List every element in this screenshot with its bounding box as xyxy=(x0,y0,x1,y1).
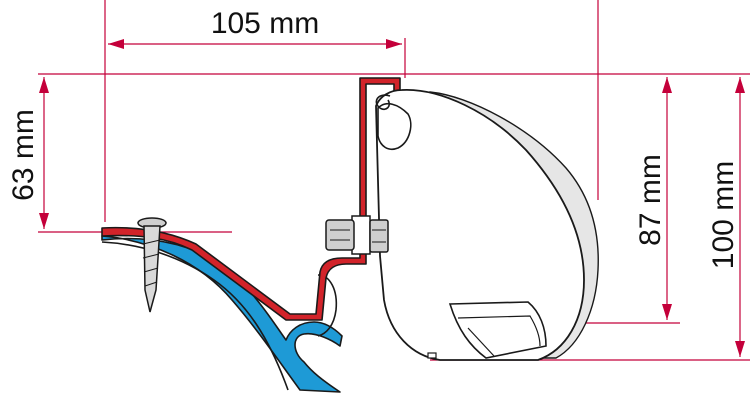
width-label: 105 mm xyxy=(211,7,319,40)
left-height-dimension: 63 mm xyxy=(7,77,49,229)
arrowhead-down xyxy=(39,213,49,229)
cassette-hook xyxy=(375,94,391,111)
left-height-label: 63 mm xyxy=(7,109,40,201)
outer-height-dimension: 100 mm xyxy=(707,77,745,357)
arrowhead-left xyxy=(108,39,124,49)
mounting-bolt xyxy=(325,215,389,255)
cassette-rail xyxy=(377,102,412,151)
cassette-front-slot xyxy=(457,315,541,347)
width-dimension: 105 mm xyxy=(108,7,402,49)
roof-hook-outline xyxy=(317,274,338,337)
screw-shank xyxy=(143,225,161,313)
awning-cassette xyxy=(375,89,599,361)
arrowhead-up xyxy=(39,77,49,93)
cassette-body xyxy=(375,89,585,361)
cassette-end-tab xyxy=(427,352,437,359)
roof-outer-skin xyxy=(101,241,289,391)
arrowhead-down xyxy=(662,304,672,320)
arrowhead-up xyxy=(735,77,745,93)
inner-height-label: 87 mm xyxy=(634,154,667,246)
arrowhead-right xyxy=(386,39,402,49)
inner-height-dimension: 87 mm xyxy=(634,77,672,320)
arrowhead-up xyxy=(662,77,672,93)
arrowhead-down xyxy=(735,341,745,357)
outer-height-label: 100 mm xyxy=(707,161,740,269)
roof-screw xyxy=(137,217,167,313)
bolt-head xyxy=(325,219,355,251)
bolt-nut xyxy=(369,219,389,253)
cassette-slot-line xyxy=(467,327,495,357)
